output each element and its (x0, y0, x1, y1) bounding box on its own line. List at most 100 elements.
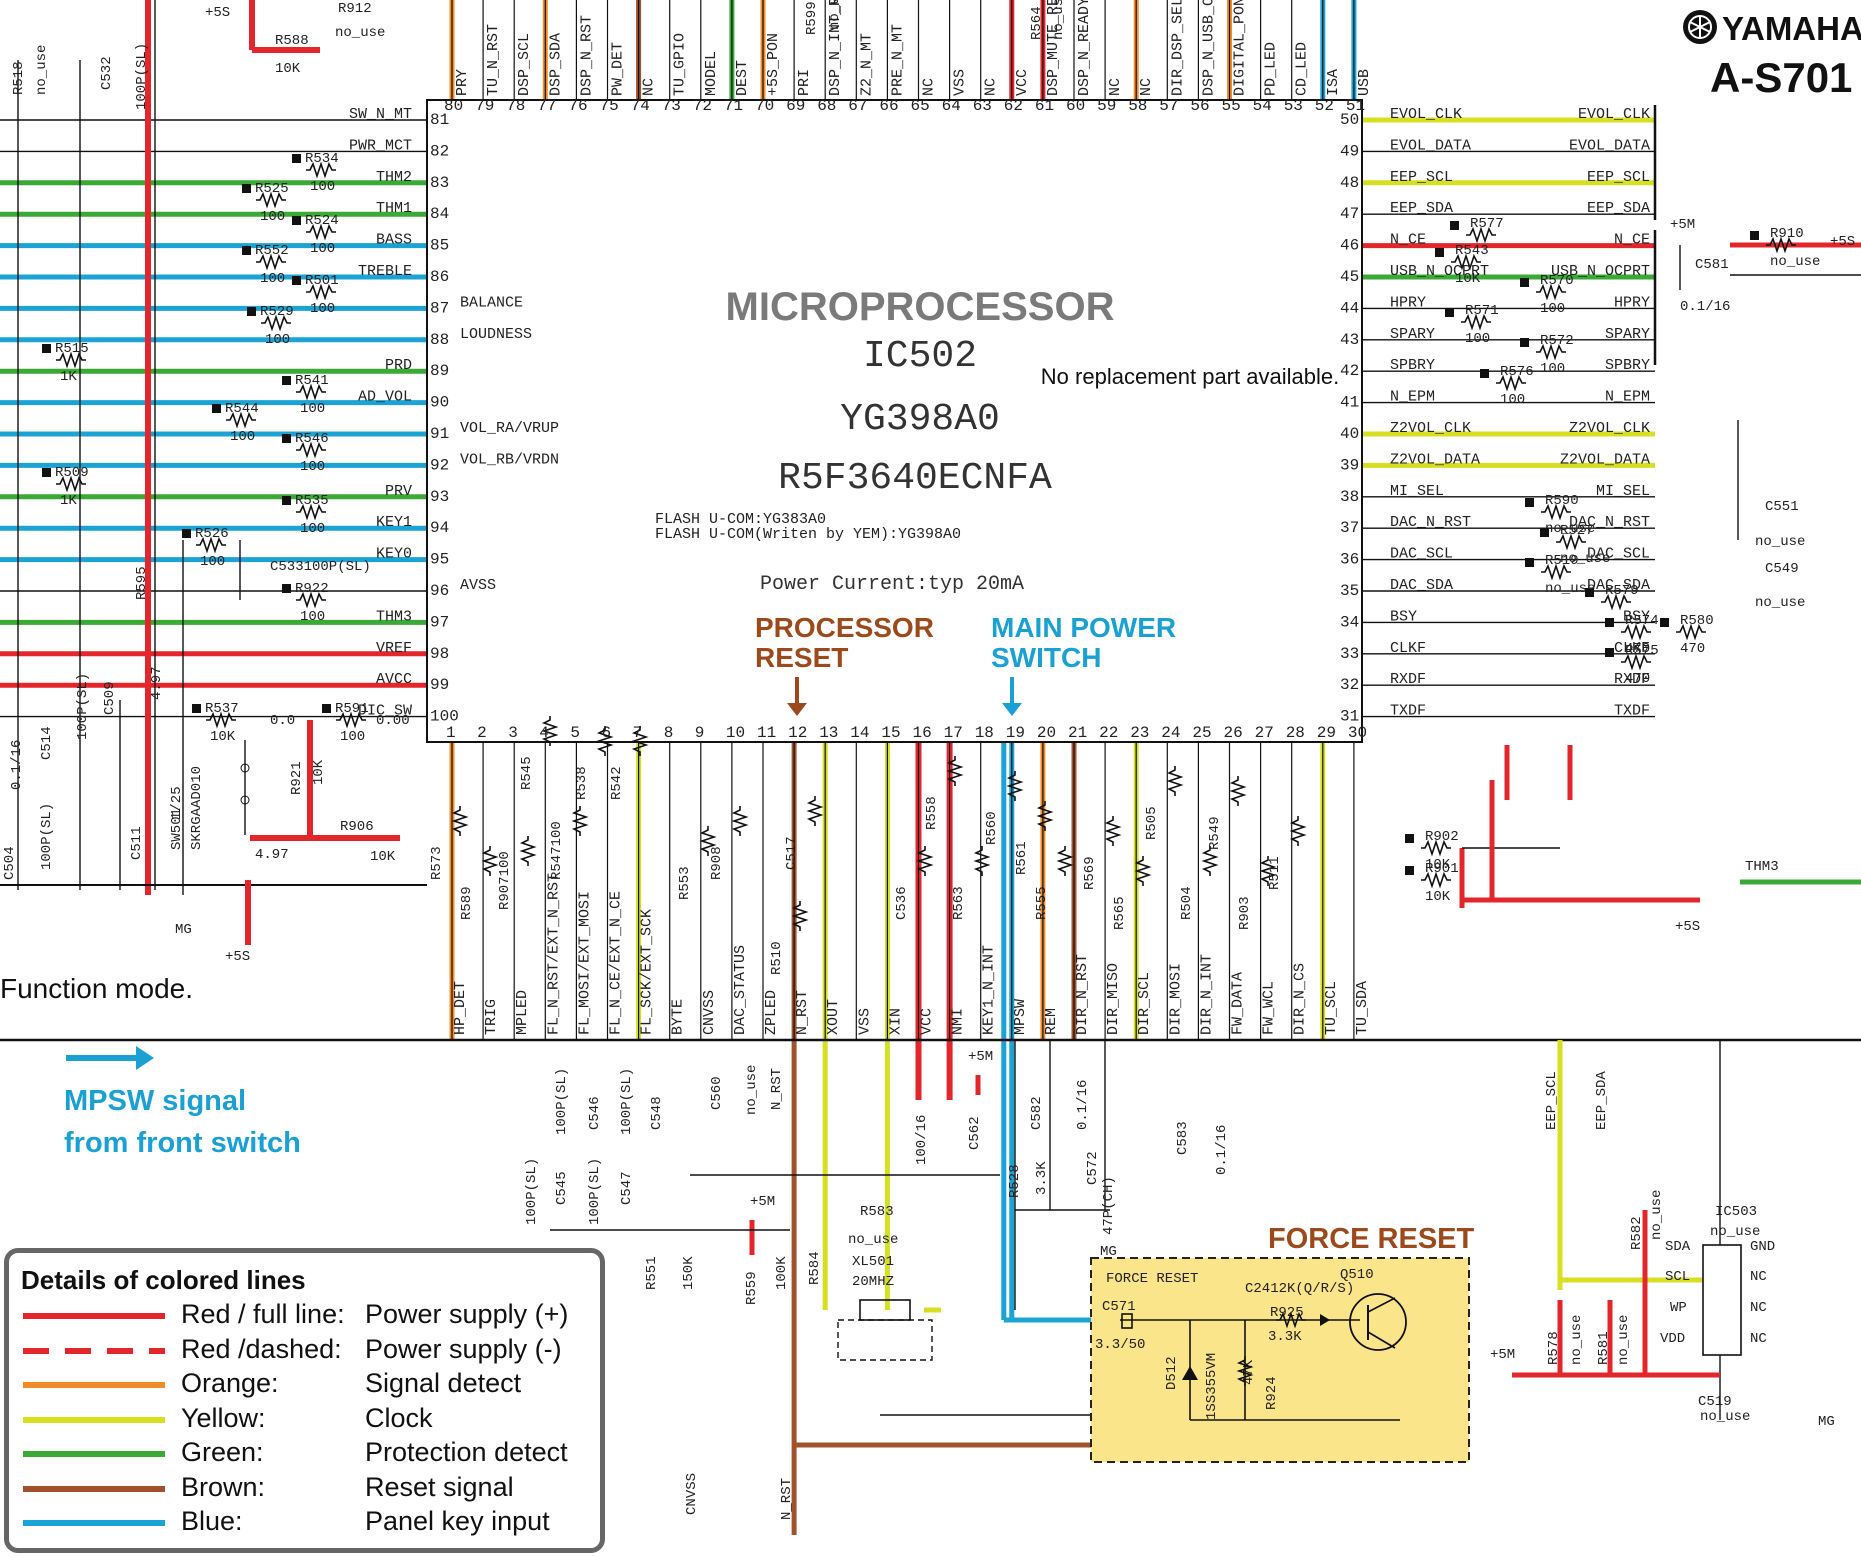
resistor-ref-R525: R525 (255, 181, 289, 197)
pin-signal-low-20: REM (1043, 1008, 1060, 1035)
d512-symbol (1182, 1366, 1198, 1380)
resistor-r549-sym (1229, 776, 1247, 806)
legend-color-name: Red / full line: (181, 1299, 345, 1329)
pin-signal-46: N_CE (1390, 232, 1426, 249)
r599-val: no_use (827, 0, 843, 30)
pin-signal-90: AD_VOL (358, 389, 412, 406)
legend-row: Green:Protection detect (19, 1437, 599, 1471)
pin-number-95: 95 (430, 551, 449, 569)
r559-val: 100K (774, 1256, 790, 1290)
pin-signal-79: TU_N_RST (485, 24, 502, 96)
resistor-val-R571: 100 (1465, 331, 1490, 347)
pin-number-76: 76 (568, 97, 587, 115)
legend-meaning: Clock (365, 1402, 433, 1433)
resistor-val-R509: 1K (60, 493, 77, 509)
pin-signal-50: EVOL_CLK (1390, 106, 1462, 123)
resistor-ref-R515: R515 (55, 341, 89, 357)
c511-val: 1/25 (169, 786, 185, 820)
pin-signal-low-27: FW_WCL (1261, 981, 1278, 1035)
pin-number-100: 100 (430, 708, 459, 726)
bottom-r538: R538 (574, 766, 590, 800)
bottom-r560: R560 (984, 811, 1000, 845)
pin-number-5: 5 (570, 724, 580, 742)
pin-number-69: 69 (786, 97, 805, 115)
bottom-r545: R545 (519, 756, 535, 790)
c509-val: 100P(SL) (75, 673, 91, 740)
ic503-wp: WP (1670, 1300, 1687, 1316)
resistor-val-R922: 100 (300, 609, 325, 625)
pin-number-28: 28 (1286, 724, 1305, 742)
r599-ref: R599 (804, 1, 820, 35)
pin-number-73: 73 (662, 97, 681, 115)
ic503-sda: SDA (1665, 1239, 1691, 1255)
n-rst-label-low: N_RST (779, 1478, 795, 1520)
pin-signal-57: DIR_DSP_SEL (1169, 0, 1186, 96)
legend-meaning: Signal detect (365, 1368, 522, 1398)
resistor-val-R501: 100 (310, 301, 335, 317)
pin-signal-100: DIC_SW (358, 703, 412, 720)
legend-color-name: Yellow: (181, 1402, 266, 1433)
junction-square (212, 404, 221, 413)
bottom-r504: R504 (1179, 886, 1195, 920)
thm3-label: THM3 (1745, 859, 1779, 875)
pin-signal-55: DIGITAL_PON (1232, 0, 1249, 96)
pin-signal-42: SPBRY (1390, 357, 1435, 374)
pin-number-93: 93 (430, 488, 449, 506)
r518-ref: R518 (11, 61, 27, 95)
force-arrow (1320, 1314, 1330, 1326)
resistor-ref-R910: R910 (1770, 226, 1804, 242)
pin-signal-40: Z2VOL_CLK (1390, 420, 1471, 437)
pin-number-86: 86 (430, 268, 449, 286)
model-name: A-S701 (1710, 54, 1852, 101)
resistor-r538-sym (596, 726, 614, 756)
c545-ref: C545 (554, 1171, 570, 1205)
resistor-r573-sym (451, 806, 469, 836)
pin-number-46: 46 (1340, 237, 1359, 255)
pin-number-59: 59 (1097, 97, 1116, 115)
resistor-val-R529: 100 (265, 332, 290, 348)
bottom-r505: R505 (1144, 806, 1160, 840)
pin-number-89: 89 (430, 362, 449, 380)
right-plus5s: +5S (1830, 234, 1855, 250)
force-reset-box-label: FORCE RESET (1106, 1271, 1198, 1287)
bottom-r558: R558 (924, 796, 940, 830)
legend-line-swatch (23, 1485, 165, 1492)
resistor-ref-R579: R579 (1605, 583, 1639, 599)
resistor-r569-sym (1104, 816, 1122, 846)
c545-val-a: 100P(SL) (524, 1158, 540, 1225)
junction-square (1480, 369, 1489, 378)
resistor-R577 (1466, 226, 1496, 244)
pin-number-14: 14 (850, 724, 869, 742)
pin-signal-low-21: DIR_N_RST (1074, 954, 1091, 1035)
pin-signal-far-48: EEP_SCL (1587, 169, 1650, 186)
pin-number-49: 49 (1340, 142, 1359, 160)
resistor-R534 (306, 161, 336, 179)
resistor-R537 (206, 711, 236, 729)
pin-signal-35: DAC_SDA (1390, 577, 1453, 594)
bottom-r908: R908 (709, 846, 725, 880)
r564-val: no_use (1051, 0, 1067, 40)
resistor-ref-R577: R577 (1470, 216, 1504, 232)
pin-number-18: 18 (975, 724, 994, 742)
resistor-r511-sym (1289, 816, 1307, 846)
junction-square (242, 246, 251, 255)
c562-ref: C562 (967, 1116, 983, 1150)
pin-signal-69: PRI (796, 69, 813, 96)
r924-symbol (1236, 1356, 1254, 1386)
pin-number-63: 63 (973, 97, 992, 115)
resistor-ref-R535: R535 (295, 493, 329, 509)
c549-val: no_use (1755, 595, 1805, 611)
resistor-R910 (1766, 236, 1796, 254)
resistor-R570 (1536, 283, 1566, 301)
resistor-val-R515: 1K (60, 369, 77, 385)
ic-title: MICROPROCESSOR (726, 285, 1115, 329)
pin-signal-82: PWR_MCT (349, 137, 412, 154)
resistor-ref-R544: R544 (225, 401, 259, 417)
pin-signal-58: NC (1138, 78, 1155, 96)
eep-scl-label: EEP_SCL (1544, 1071, 1560, 1130)
yamaha-logo: YAMAHA (1683, 10, 1861, 47)
c547-val: 100P(SL) (587, 1158, 603, 1225)
c582-val: 0.1/16 (1075, 1080, 1091, 1130)
bottom-r565: R565 (1112, 896, 1128, 930)
